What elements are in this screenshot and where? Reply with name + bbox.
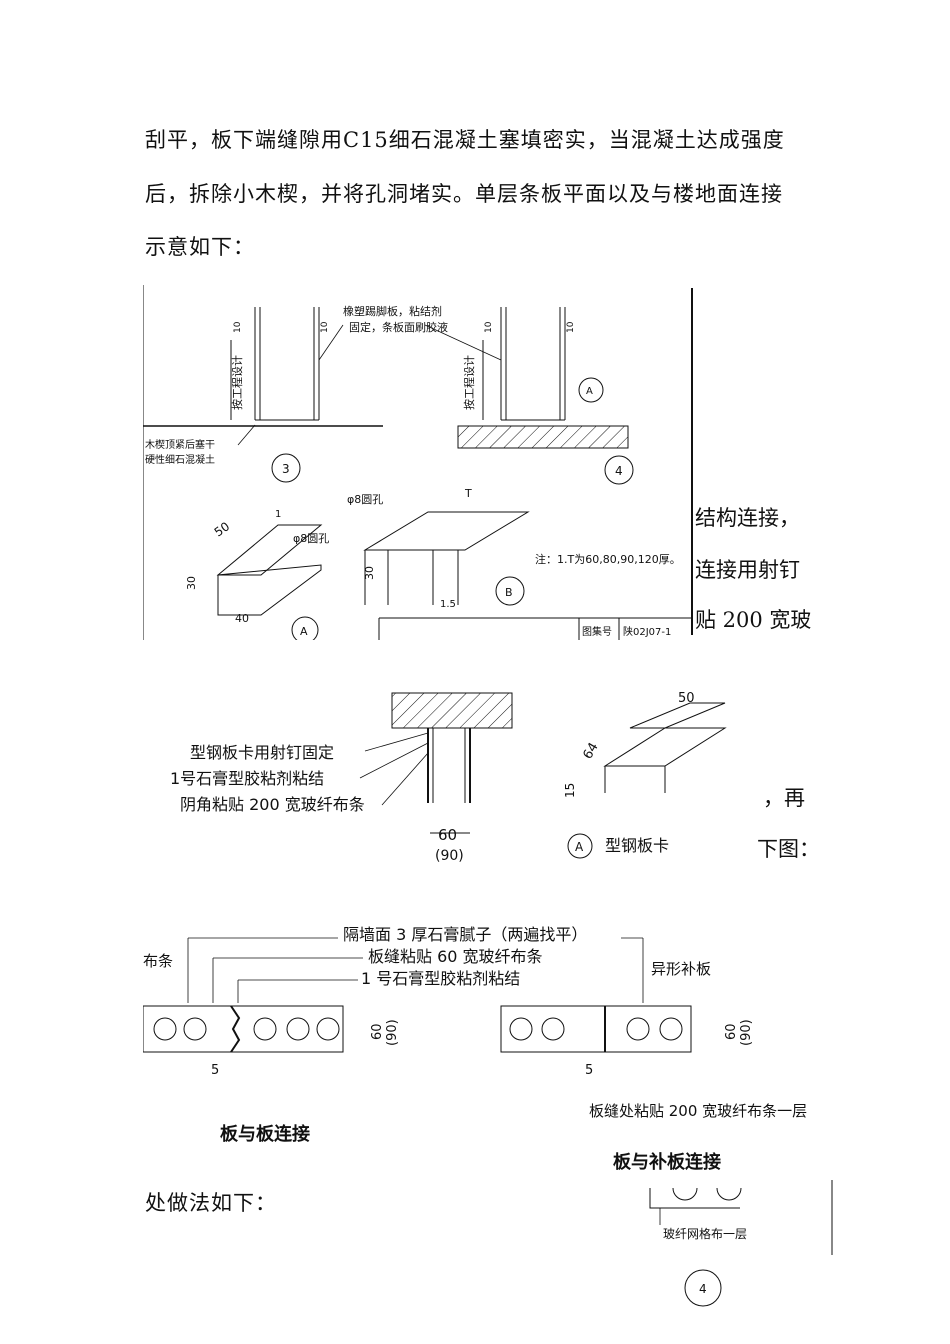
figure-top-connection: 型钢板卡用射钉固定 1号石膏型胶粘剂粘结 阴角粘贴 200 宽玻纤布条 60 (… — [170, 691, 727, 864]
angle-40: 40 — [235, 612, 249, 625]
circle-3 — [271, 453, 301, 483]
hole-label-2: φ8圆孔 — [347, 493, 383, 506]
fig2-dim-90: (90) — [435, 848, 464, 864]
fig3-dim-5-right: 5 — [585, 1063, 593, 1078]
wedge-label-2: 硬性细石混凝土 — [145, 453, 215, 466]
fig3-label-3: 1 号石膏型胶粘剂粘结 — [361, 969, 520, 988]
caption-panel-filler: 板与补板连接 — [613, 1151, 721, 1173]
circle-4 — [604, 455, 634, 485]
fig2-circle-A-label: A — [575, 840, 584, 854]
design-note-a: 按工程设计 — [230, 355, 244, 410]
fig2-circle-A — [567, 833, 593, 859]
label-baseboard-1: 橡塑踢脚板，粘结剂 — [343, 304, 442, 318]
fig1-note: 注：1.T为60,80,90,120厚。 — [535, 552, 681, 566]
circle-A-top — [578, 377, 604, 403]
paragraph-last: 处做法如下： — [145, 1191, 277, 1215]
fig3-dim-5-left: 5 — [211, 1063, 219, 1078]
hole-label-1: φ8圆孔 — [293, 532, 329, 545]
paragraph-line-2: 后，拆除小木楔，并将孔洞堵实。单层条板平面以及与楼地面连接 — [145, 182, 783, 206]
figure-base-connection: 10 10 按工程设计 木楔顶紧后塞干 硬性细石混凝土 3 10 10 按工程设… — [143, 285, 693, 640]
fig3-dim-90-left: (90) — [385, 1019, 400, 1046]
dim-30-b: 30 — [363, 566, 376, 580]
angle-1: 1 — [275, 509, 281, 520]
circle-3-label: 3 — [282, 462, 290, 476]
fig3-bottom-label: 板缝处粘贴 200 宽玻纤布条一层 — [589, 1102, 807, 1120]
fig2-dim-15: 15 — [563, 783, 577, 798]
caption-panel-panel: 板与板连接 — [220, 1123, 310, 1145]
wedge-label-1: 木楔顶紧后塞干 — [145, 438, 215, 451]
fig2-dim-60: 60 — [438, 826, 457, 844]
title-block-label: 图集号 — [582, 625, 612, 638]
fig2-clip-label: 型钢板卡 — [605, 836, 669, 855]
fragment-2: 连接用射钉 — [695, 558, 800, 582]
design-note-b: 按工程设计 — [462, 355, 476, 410]
fig3-label-right: 异形补板 — [651, 960, 711, 978]
dim-10-b: 10 — [320, 321, 330, 333]
paragraph-line-3: 示意如下： — [145, 235, 255, 259]
fragment-5: 下图： — [757, 837, 820, 861]
fragment-3: 贴 200 宽玻 — [695, 608, 812, 632]
dim-10-c: 10 — [484, 321, 494, 333]
dim-10-d: 10 — [566, 321, 576, 333]
fig3-dim-90-right: (90) — [739, 1019, 754, 1046]
circle-A-clip-label: A — [300, 625, 308, 638]
angle-50: 50 — [212, 519, 233, 539]
fragment-1: 结构连接， — [695, 506, 800, 530]
fig3-label-1: 隔墙面 3 厚石膏腻子（两遍找平） — [343, 925, 587, 944]
fig2-label-2: 1号石膏型胶粘剂粘结 — [170, 769, 324, 788]
circle-A-top-label: A — [586, 386, 593, 397]
dim-10-a: 10 — [233, 321, 243, 333]
fig3-label-2: 板缝粘贴 60 宽玻纤布条 — [368, 947, 543, 966]
figure-panel-joints: 隔墙面 3 厚石膏腻子（两遍找平） 板缝粘贴 60 宽玻纤布条 1 号石膏型胶粘… — [143, 925, 807, 1173]
fig4-label: 玻纤网格布一层 — [663, 1226, 747, 1241]
dim-1-5: 1.5 — [440, 599, 456, 610]
label-baseboard-2: 固定，条板面刷胶液 — [349, 320, 448, 334]
fig4-circle-label: 4 — [699, 1282, 707, 1296]
fragment-4: ，再 — [763, 786, 805, 810]
fig2-label-1: 型钢板卡用射钉固定 — [190, 743, 334, 762]
paragraph-line-1: 刮平，板下端缝隙用C15细石混凝土塞填密实，当混凝土达成强度 — [145, 128, 785, 152]
fig2-dim-64: 64 — [580, 740, 601, 762]
fig2-label-3: 阴角粘贴 200 宽玻纤布条 — [180, 795, 365, 814]
dim-T: T — [464, 487, 472, 500]
title-block-code: 陕02J07-1 — [623, 625, 671, 638]
fig3-dim-60-left: 60 — [370, 1023, 385, 1040]
circle-B-label: B — [505, 586, 513, 599]
circle-A-clip — [291, 616, 319, 640]
fig3-label-left: 布条 — [143, 952, 173, 970]
fig2-dim-50: 50 — [678, 691, 695, 706]
angle-30: 30 — [185, 576, 198, 590]
fig3-dim-60-right: 60 — [724, 1023, 739, 1040]
circle-4-label: 4 — [615, 464, 623, 478]
circle-B — [495, 576, 525, 606]
figure-mesh-detail: 玻纤网格布一层 4 — [649, 1180, 833, 1307]
fig4-circle — [684, 1269, 722, 1307]
